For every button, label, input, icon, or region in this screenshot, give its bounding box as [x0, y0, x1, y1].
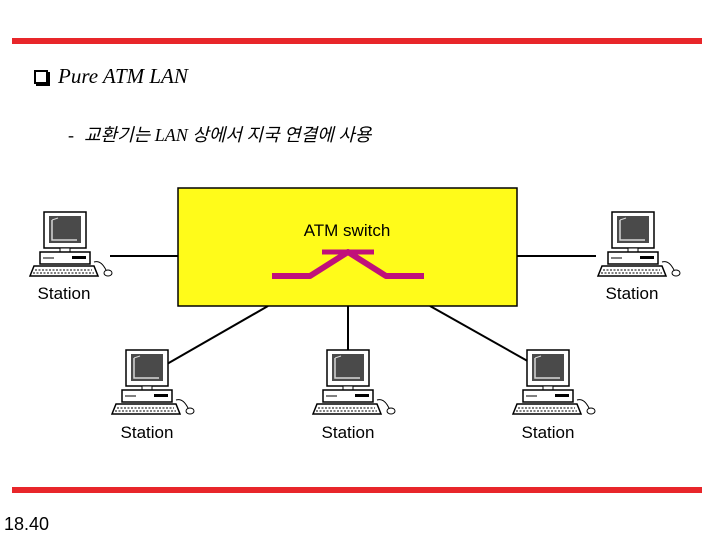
station-label: Station: [121, 423, 174, 442]
atm-switch-box: [177, 187, 518, 307]
atm-switch-label: ATM switch: [304, 221, 391, 240]
subheading: - 교환기는 LAN 상에서 지국 연결에 사용: [68, 121, 371, 147]
link-bottom-left: [159, 305, 269, 369]
slide-heading: Pure ATM LAN: [34, 64, 188, 89]
link-bottom-right: [429, 305, 541, 369]
computer-icon: [597, 211, 681, 277]
station-left: Station: [29, 211, 113, 303]
station-label: Station: [522, 423, 575, 442]
station-right: Station: [597, 211, 681, 303]
computer-icon: [29, 211, 113, 277]
station-bottom-left: Station: [111, 349, 195, 442]
atm-switch: ATM switch: [177, 187, 518, 307]
computer-icon: [312, 349, 396, 415]
computer-icon: [111, 349, 195, 415]
hollow-square-bullet-icon: [34, 69, 50, 86]
top-rule: [12, 38, 702, 44]
station-label: Station: [606, 284, 659, 303]
station-bottom-middle: Station: [312, 349, 396, 442]
station-bottom-right: Station: [512, 349, 596, 442]
station-label: Station: [38, 284, 91, 303]
station-label: Station: [322, 423, 375, 442]
bottom-rule: [12, 487, 702, 493]
switch-crossing-paths: [272, 249, 424, 279]
heading-text: Pure ATM LAN: [58, 64, 188, 88]
page-number: 18.40: [4, 514, 50, 534]
subheading-text: 교환기는 LAN 상에서 지국 연결에 사용: [84, 125, 372, 145]
subheading-dash: -: [68, 125, 74, 145]
